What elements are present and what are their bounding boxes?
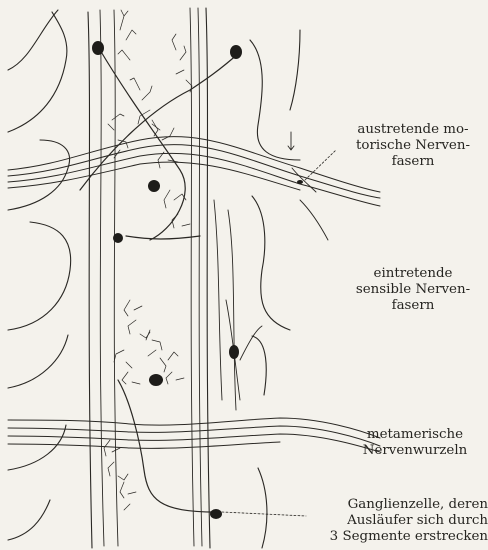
label-sensory-fibers: eintretende sensible Nerven- fasern bbox=[338, 266, 488, 314]
label-leaders bbox=[222, 150, 336, 516]
label-sensory-line-2: sensible Nerven- bbox=[338, 282, 488, 298]
label-sensory-line-3: fasern bbox=[338, 298, 488, 314]
label-nerve-roots: metamerische Nervenwurzeln bbox=[340, 427, 488, 459]
label-roots-line-1: metamerische bbox=[340, 427, 488, 443]
lower-nerve-root bbox=[8, 418, 380, 452]
label-sensory-line-1: eintretende bbox=[338, 266, 488, 282]
label-motor-fibers: austretende mo- torische Nerven- fasern bbox=[338, 122, 488, 170]
ganglion-cell-5 bbox=[229, 345, 239, 359]
label-ganglion-line-1: Ganglienzelle, deren bbox=[306, 497, 488, 513]
arrow-mark bbox=[288, 132, 294, 150]
dendrite-arbor-top bbox=[108, 10, 192, 228]
dendrite-arbor-middle bbox=[114, 300, 184, 384]
label-motor-line-3: fasern bbox=[338, 154, 488, 170]
ganglion-cell-2 bbox=[230, 45, 242, 59]
label-ganglion-cell: Ganglienzelle, deren Ausläufer sich durc… bbox=[306, 497, 488, 545]
ganglion-cell-7 bbox=[210, 509, 222, 519]
ganglion-cell-1 bbox=[92, 41, 104, 55]
label-motor-line-1: austretende mo- bbox=[338, 122, 488, 138]
label-ganglion-line-3: 3 Segmente erstrecken bbox=[306, 529, 488, 545]
right-fibers bbox=[226, 168, 328, 400]
ganglion-cell-8 bbox=[297, 180, 303, 184]
segment-outlines bbox=[8, 8, 300, 548]
ganglion-cell-6 bbox=[149, 374, 163, 386]
ganglion-cell-3 bbox=[148, 180, 160, 192]
label-motor-line-2: torische Nerven- bbox=[338, 138, 488, 154]
longitudinal-fibers bbox=[100, 8, 236, 546]
long-axon bbox=[80, 50, 240, 512]
label-ganglion-line-2: Ausläufer sich durch bbox=[306, 513, 488, 529]
dendrite-arbor-bottom bbox=[104, 440, 136, 510]
label-roots-line-2: Nervenwurzeln bbox=[340, 443, 488, 459]
ganglion-cell-4 bbox=[113, 233, 123, 243]
